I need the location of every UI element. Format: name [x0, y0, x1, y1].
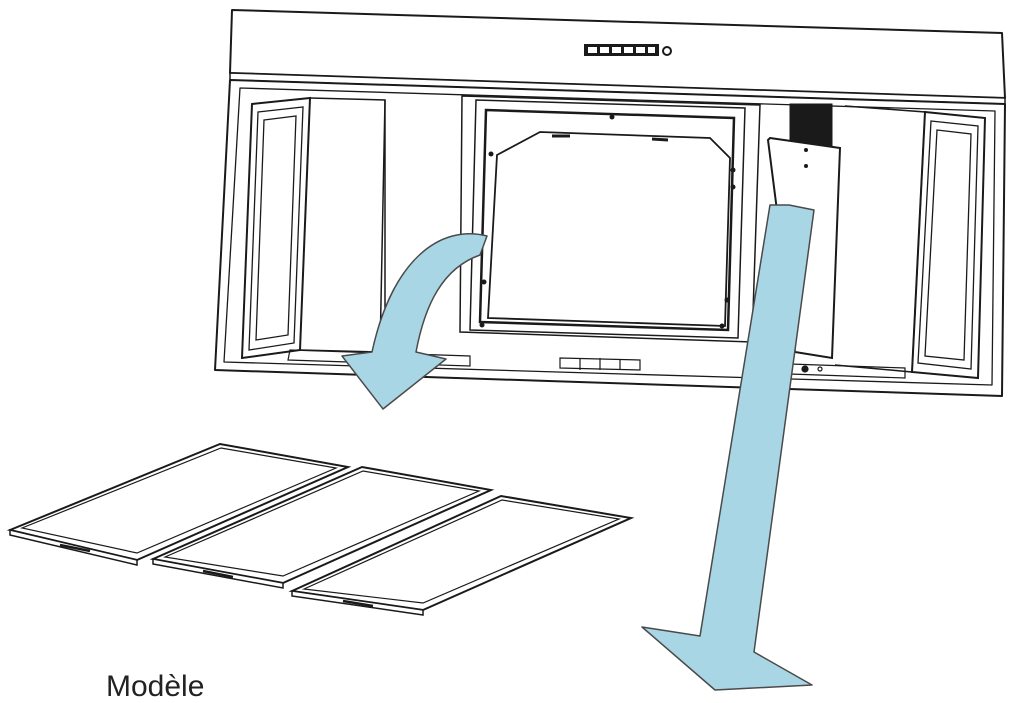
- vent-grille: [789, 103, 833, 147]
- right-vent-panel: [834, 105, 987, 380]
- model-caption: Modèle: [106, 670, 205, 703]
- hood-inner-rim: [223, 87, 996, 386]
- left-vent-panel: [240, 96, 386, 360]
- grease-filter-3: [288, 494, 635, 616]
- blower-plate: [487, 131, 731, 327]
- curved-arrow-icon: [341, 233, 488, 410]
- grease-filter-2: [149, 465, 495, 589]
- grease-filter-1: [6, 442, 352, 566]
- straight-arrow-icon: [641, 204, 815, 691]
- indicator-light-icon: [662, 46, 672, 56]
- center-blower-area: [459, 95, 761, 343]
- control-panel: [584, 44, 672, 56]
